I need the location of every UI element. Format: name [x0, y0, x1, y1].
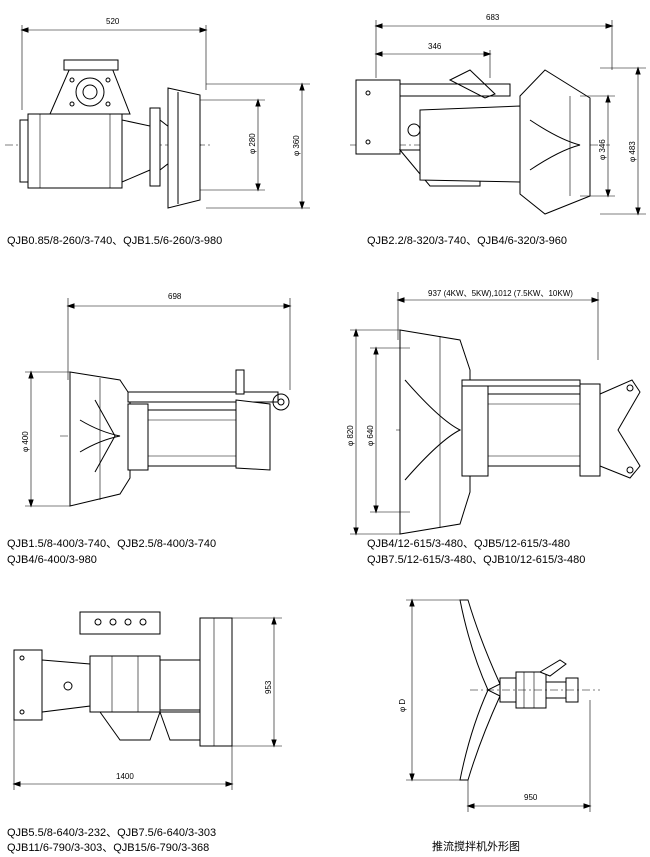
fig6-caption: 推流搅拌机外形图	[432, 841, 520, 853]
figure-1-drawing	[5, 25, 310, 210]
figure-4-drawing	[350, 292, 641, 536]
fig4-d1-dim: φ 820	[346, 425, 355, 446]
fig3-caption-line1: QJB1.5/8-400/3-740、QJB2.5/8-400/3-740	[7, 538, 217, 550]
fig6-d1-dim: φ D	[398, 698, 407, 712]
fig6-width-dim: 950	[524, 793, 538, 802]
fig1-width-dim: 520	[106, 17, 120, 26]
fig5-caption-line1: QJB5.5/8-640/3-232、QJB7.5/6-640/3-303	[7, 827, 217, 839]
fig2-d1-dim: φ 346	[598, 139, 607, 160]
fig2-d2-dim: φ 483	[628, 141, 637, 162]
fig4-d2-dim: φ 640	[366, 425, 375, 446]
figure-5-drawing	[12, 611, 282, 790]
fig3-caption-line2: QJB4/6-400/3-980	[7, 554, 97, 566]
figure-6-drawing	[406, 598, 600, 812]
fig1-d1-dim: φ 280	[248, 133, 257, 154]
fig3-width-dim: 698	[168, 292, 182, 301]
fig2-caption: QJB2.2/8-320/3-740、QJB4/6-320/3-960	[367, 235, 567, 247]
fig4-caption-line1: QJB4/12-615/3-480、QJB5/12-615/3-480	[367, 538, 571, 550]
fig1-d2-dim: φ 360	[292, 135, 301, 156]
fig2-width-dim: 683	[486, 13, 500, 22]
fig5-height-dim: 953	[264, 680, 273, 694]
fig3-d1-dim: φ 400	[21, 431, 30, 452]
fig4-width-dim: 937 (4KW、5KW),1012 (7.5KW、10KW)	[428, 289, 573, 298]
fig4-caption-line2: QJB7.5/12-615/3-480、QJB10/12-615/3-480	[367, 554, 586, 566]
fig2-inner-dim: 346	[428, 42, 442, 51]
figure-3-drawing	[25, 298, 292, 508]
fig1-caption: QJB0.85/8-260/3-740、QJB1.5/6-260/3-980	[7, 235, 223, 247]
fig5-caption-line2: QJB11/6-790/3-303、QJB15/6-790/3-368	[7, 842, 210, 854]
figure-2-drawing	[350, 20, 646, 216]
fig5-width-dim: 1400	[116, 772, 134, 781]
